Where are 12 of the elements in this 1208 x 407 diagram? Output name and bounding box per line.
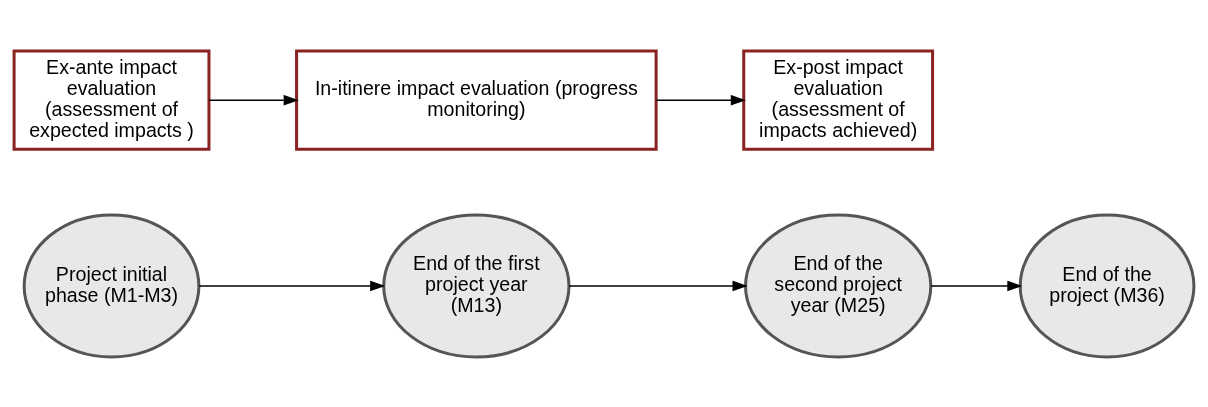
arrow <box>198 280 386 291</box>
node-ellipse: End of the first project year (M13) <box>382 212 571 358</box>
node-box: Ex-post impact evaluation (assessment of impacts achieved) <box>742 49 935 151</box>
arrow <box>208 94 299 105</box>
node-ellipse: End of the project (M36) <box>1018 212 1196 358</box>
node-box: Ex-ante impact evaluation (assessment of expected impacts ) <box>12 49 211 151</box>
node-box: In-itinere impact evaluation (progress monitoring) <box>295 49 658 151</box>
node-ellipse: End of the second project year (M25) <box>744 212 933 358</box>
arrow <box>930 280 1023 291</box>
arrow <box>568 280 748 291</box>
node-ellipse: Project initial phase (M1-M3) <box>22 212 201 358</box>
arrow <box>655 94 746 105</box>
